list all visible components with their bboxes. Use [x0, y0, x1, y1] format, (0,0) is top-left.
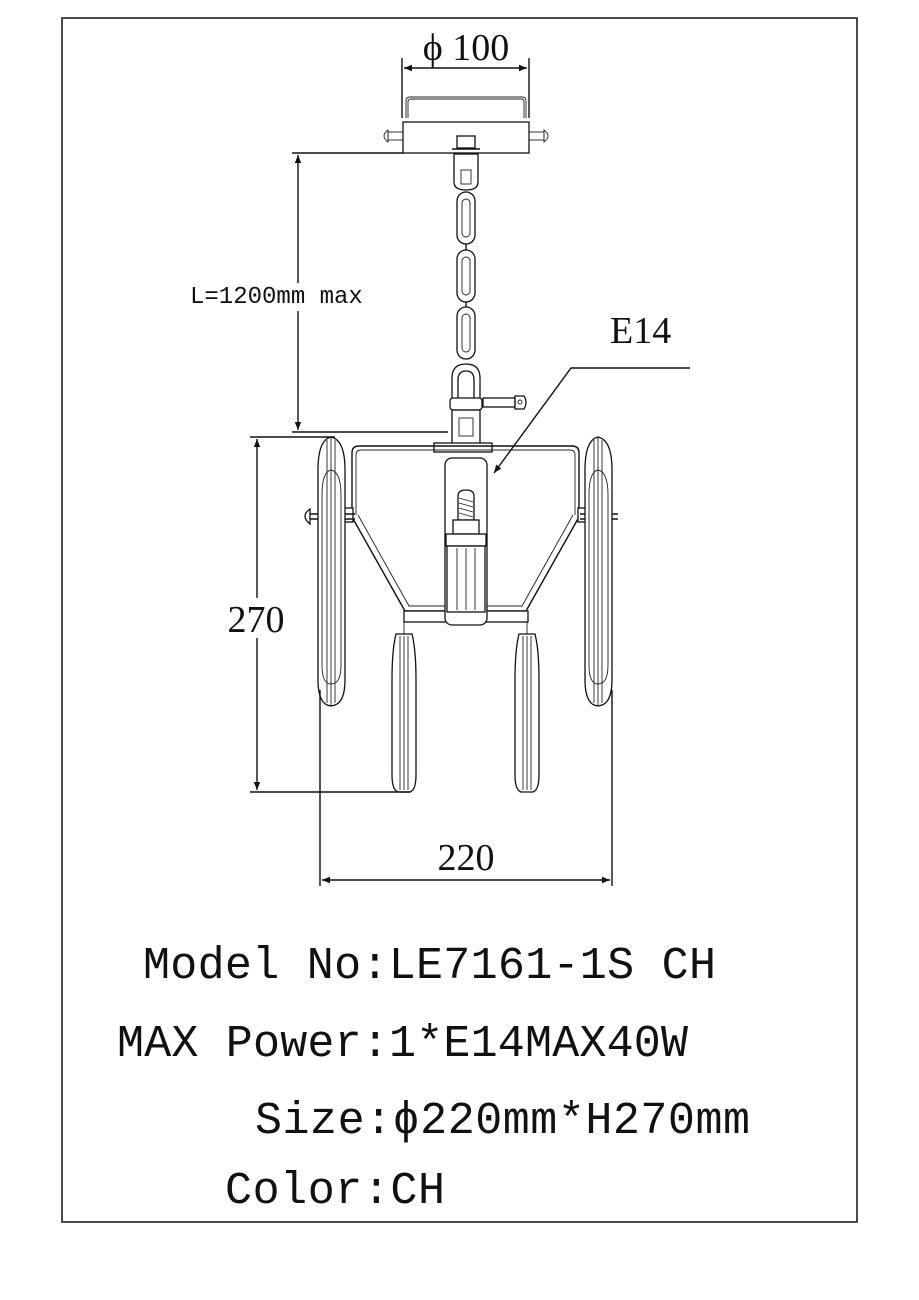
crystal-left-outer: [317, 436, 346, 707]
color: Color:CH: [225, 1166, 445, 1217]
canopy: [383, 96, 549, 191]
chain-length-label: L=1200mm max: [190, 284, 363, 311]
width-label: 220: [438, 837, 495, 879]
size: Size:ϕ220mm*H270mm: [255, 1096, 750, 1147]
crystal-right-outer: [584, 436, 613, 707]
chain-length-dimension: L=1200mm max: [180, 152, 448, 433]
e14-callout: E14: [493, 310, 690, 474]
shackle: [433, 363, 527, 453]
chain: [456, 191, 476, 360]
max-power: MAX Power:1*E14MAX40W: [117, 1019, 688, 1070]
drawing-frame: [61, 17, 858, 1223]
e14-socket: [444, 457, 488, 626]
width-dimension: 220: [319, 690, 613, 886]
canopy-dimension: ϕ 100: [401, 27, 530, 118]
socket-label: E14: [610, 310, 671, 352]
model-number: Model No:LE7161-1S CH: [143, 941, 716, 992]
canopy-screw-left-icon: [383, 129, 404, 143]
shackle-pin-icon: [482, 395, 527, 410]
crystal-left-pendant: [391, 622, 417, 793]
specifications: Model No:LE7161-1S CH MAX Power:1*E14MAX…: [117, 941, 750, 1217]
canopy-screw-right-icon: [528, 129, 549, 143]
height-label: 270: [228, 599, 285, 641]
crystal-right-pendant: [514, 622, 540, 793]
canopy-diameter-label: ϕ 100: [423, 27, 510, 69]
height-dimension: 270: [222, 436, 410, 793]
bulb-icon: [445, 489, 487, 613]
